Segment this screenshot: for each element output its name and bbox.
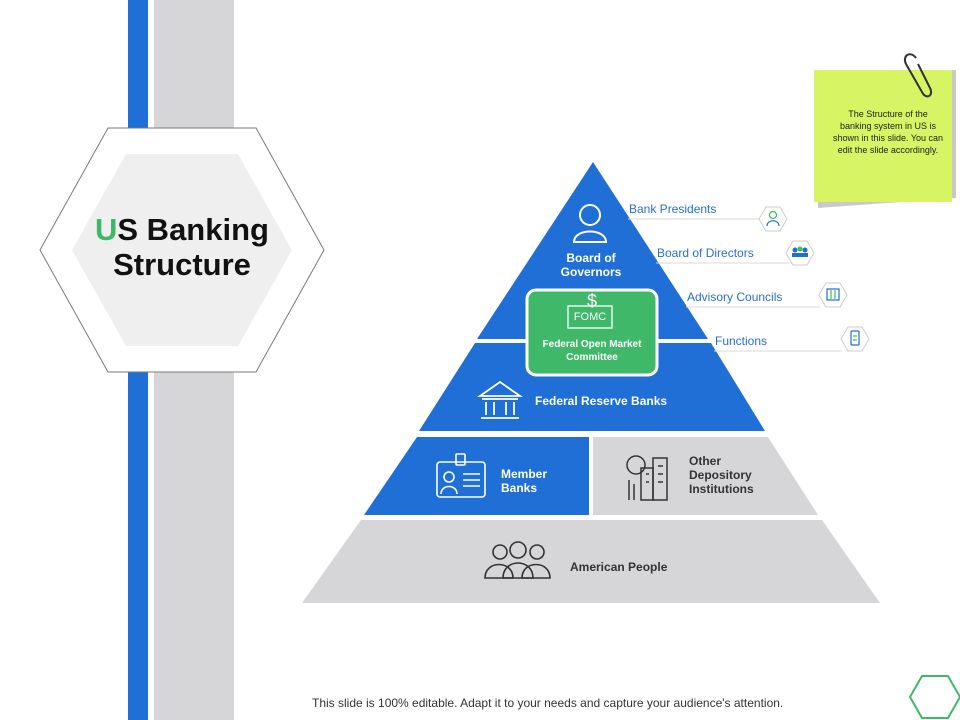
reserve-banks-label: Federal Reserve Banks: [535, 394, 668, 408]
sticky-note: [814, 53, 956, 208]
fomc-badge-frame: [567, 305, 613, 329]
board-of-governors-label: Board of Governors: [560, 251, 622, 279]
id-card-icon: [436, 453, 486, 498]
person-icon: [572, 204, 608, 243]
title-line2: Structure: [113, 247, 251, 282]
corner-hexagon-icon: [908, 675, 960, 719]
advisory-councils-icon: [818, 282, 848, 308]
side-label-board-of-directors: Board of Directors: [657, 246, 754, 260]
buildings-dollar-icon: [626, 455, 668, 501]
side-label-advisory-councils: Advisory Councils: [687, 290, 783, 304]
side-label-bank-presidents: Bank Presidents: [629, 202, 717, 216]
fomc-box: [525, 288, 659, 377]
title-hexagon: [39, 127, 325, 373]
tier-other: [593, 437, 818, 515]
dollar-icon: $: [586, 291, 597, 311]
page-title: US Banking Structure: [60, 212, 304, 282]
people-group-icon: [484, 541, 551, 579]
title-line1: S Banking: [117, 212, 269, 247]
fomc-label: Federal Open Market Committee: [542, 339, 642, 363]
tier-member: [364, 437, 589, 515]
bank-building-icon: [477, 380, 523, 419]
bank-presidents-icon: [758, 206, 788, 232]
board-of-directors-icon: [785, 240, 815, 266]
american-people-label: American People: [570, 560, 668, 574]
tier-people: [302, 520, 880, 603]
member-banks-label: Member Banks: [501, 467, 548, 495]
footer-text: This slide is 100% editable. Adapt it to…: [312, 696, 784, 710]
paperclip-icon: [904, 53, 932, 98]
note-text: The Structure of the banking system in U…: [832, 109, 944, 155]
fomc-badge: FOMC: [573, 311, 607, 323]
functions-icon: [840, 326, 870, 352]
other-institutions-label: Other Depository Institutions: [689, 454, 754, 496]
side-label-functions: Functions: [715, 334, 768, 348]
title-first-letter: U: [95, 212, 118, 247]
